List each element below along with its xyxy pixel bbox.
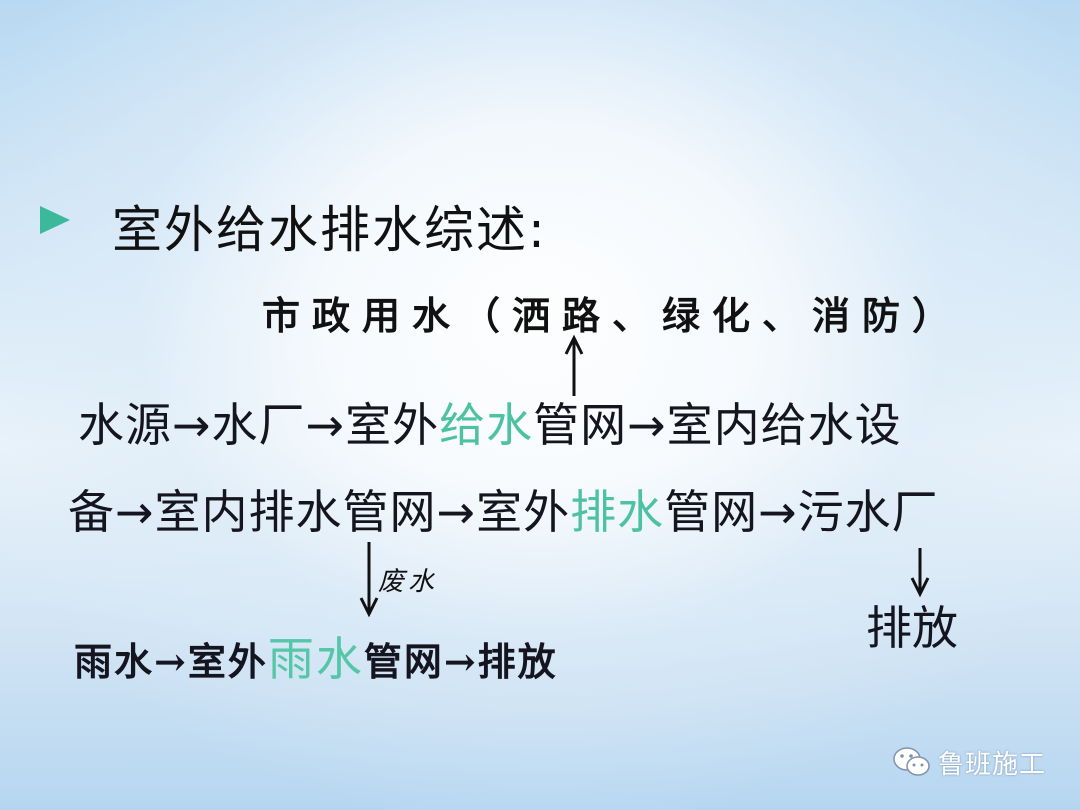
- drainage-flow-text-a: 备→室内排水管网→室外: [68, 485, 571, 539]
- rain-accent-text: 雨水: [267, 632, 364, 686]
- wechat-icon: [893, 747, 930, 776]
- supply-flow-line-1: 水源→水厂→室外给水管网→室内给水设: [78, 389, 902, 455]
- brand-watermark: 鲁班施工: [938, 750, 1047, 780]
- down-arrow-waste-water: [359, 542, 379, 618]
- rain-flow-text-a: 雨水→室外: [74, 639, 268, 684]
- drainage-flow-line-2: 备→室内排水管网→室外排水管网→污水厂: [68, 476, 939, 542]
- rainwater-flow-line: 雨水→室外雨水管网→排放: [74, 623, 558, 689]
- slide-title: 室外给水排水综述:: [112, 201, 547, 259]
- drainage-accent-text: 排水: [570, 485, 665, 539]
- supply-flow-text-b: 管网→室内给水设: [533, 398, 902, 452]
- supply-flow-text-a: 水源→水厂→室外: [78, 398, 440, 452]
- down-arrow-sewage-plant: [910, 548, 930, 598]
- supply-accent-text: 给水: [439, 398, 534, 452]
- up-arrow-to-municipal: [564, 334, 584, 396]
- municipal-water-label: 市政用水（洒路、绿化、消防）: [262, 293, 963, 338]
- bullet-arrow-icon: [40, 206, 70, 234]
- waste-water-label: 废水: [378, 567, 439, 597]
- sewage-discharge-label: 排放: [866, 601, 958, 655]
- drainage-flow-text-b: 管网→污水厂: [664, 485, 939, 539]
- rain-flow-text-b: 管网→排放: [363, 639, 558, 684]
